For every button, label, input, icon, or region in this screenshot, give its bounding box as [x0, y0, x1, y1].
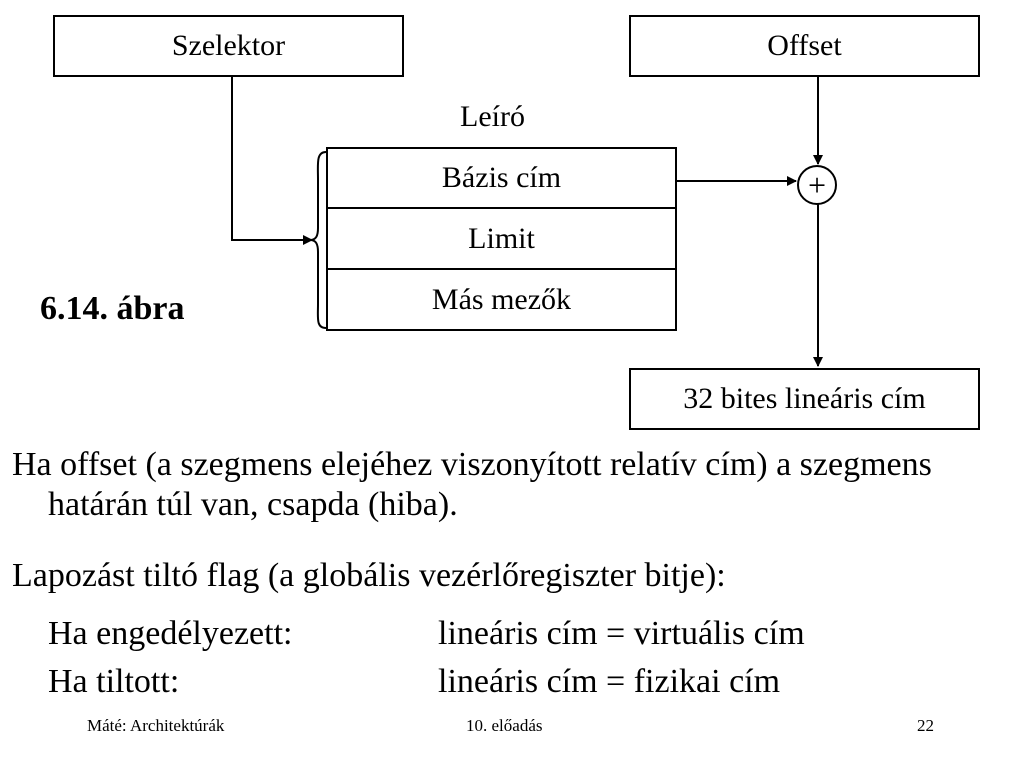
offset-box: Offset — [629, 15, 980, 77]
descriptor-brace — [309, 151, 327, 329]
paragraph-paging-flag: Lapozást tiltó flag (a globális vezérlőr… — [12, 557, 726, 594]
descriptor-field-other-label: Más mezők — [431, 282, 572, 316]
footer-lecture: 10. előadás — [466, 716, 543, 735]
selector-box: Szelektor — [53, 15, 404, 77]
output-label: 32 bites lineáris cím — [683, 382, 926, 415]
descriptor-field-base: Bázis cím — [326, 147, 677, 209]
descriptor-field-limit-label: Limit — [468, 221, 535, 255]
offset-label: Offset — [767, 29, 842, 62]
figure-caption: 6.14. ábra — [40, 290, 185, 327]
paragraph-offset-trap-text: Ha offset (a szegmens elejéhez viszonyít… — [12, 446, 932, 523]
footer-author: Máté: Architektúrák — [87, 716, 225, 735]
descriptor-field-base-label: Bázis cím — [441, 161, 562, 194]
address-translation-diagram: + — [231, 77, 837, 367]
descriptor-field-other: Más mezők — [326, 268, 677, 331]
selector-label: Szelektor — [171, 29, 286, 62]
row-enabled-condition: Ha engedélyezett: — [48, 615, 293, 652]
descriptor-title: Leíró — [460, 100, 525, 133]
row-disabled-result: lineáris cím = fizikai cím — [438, 663, 781, 700]
paragraph-offset-trap: Ha offset (a szegmens elejéhez viszonyít… — [12, 445, 972, 525]
descriptor-field-limit: Limit — [326, 207, 677, 270]
output-box: 32 bites lineáris cím — [629, 368, 980, 430]
row-disabled-condition: Ha tiltott: — [48, 663, 180, 700]
selector-to-descriptor-arrow — [231, 77, 313, 245]
footer-page-number: 22 — [917, 716, 934, 735]
row-enabled-result: lineáris cím = virtuális cím — [438, 615, 805, 652]
adder-symbol: + — [808, 167, 826, 203]
